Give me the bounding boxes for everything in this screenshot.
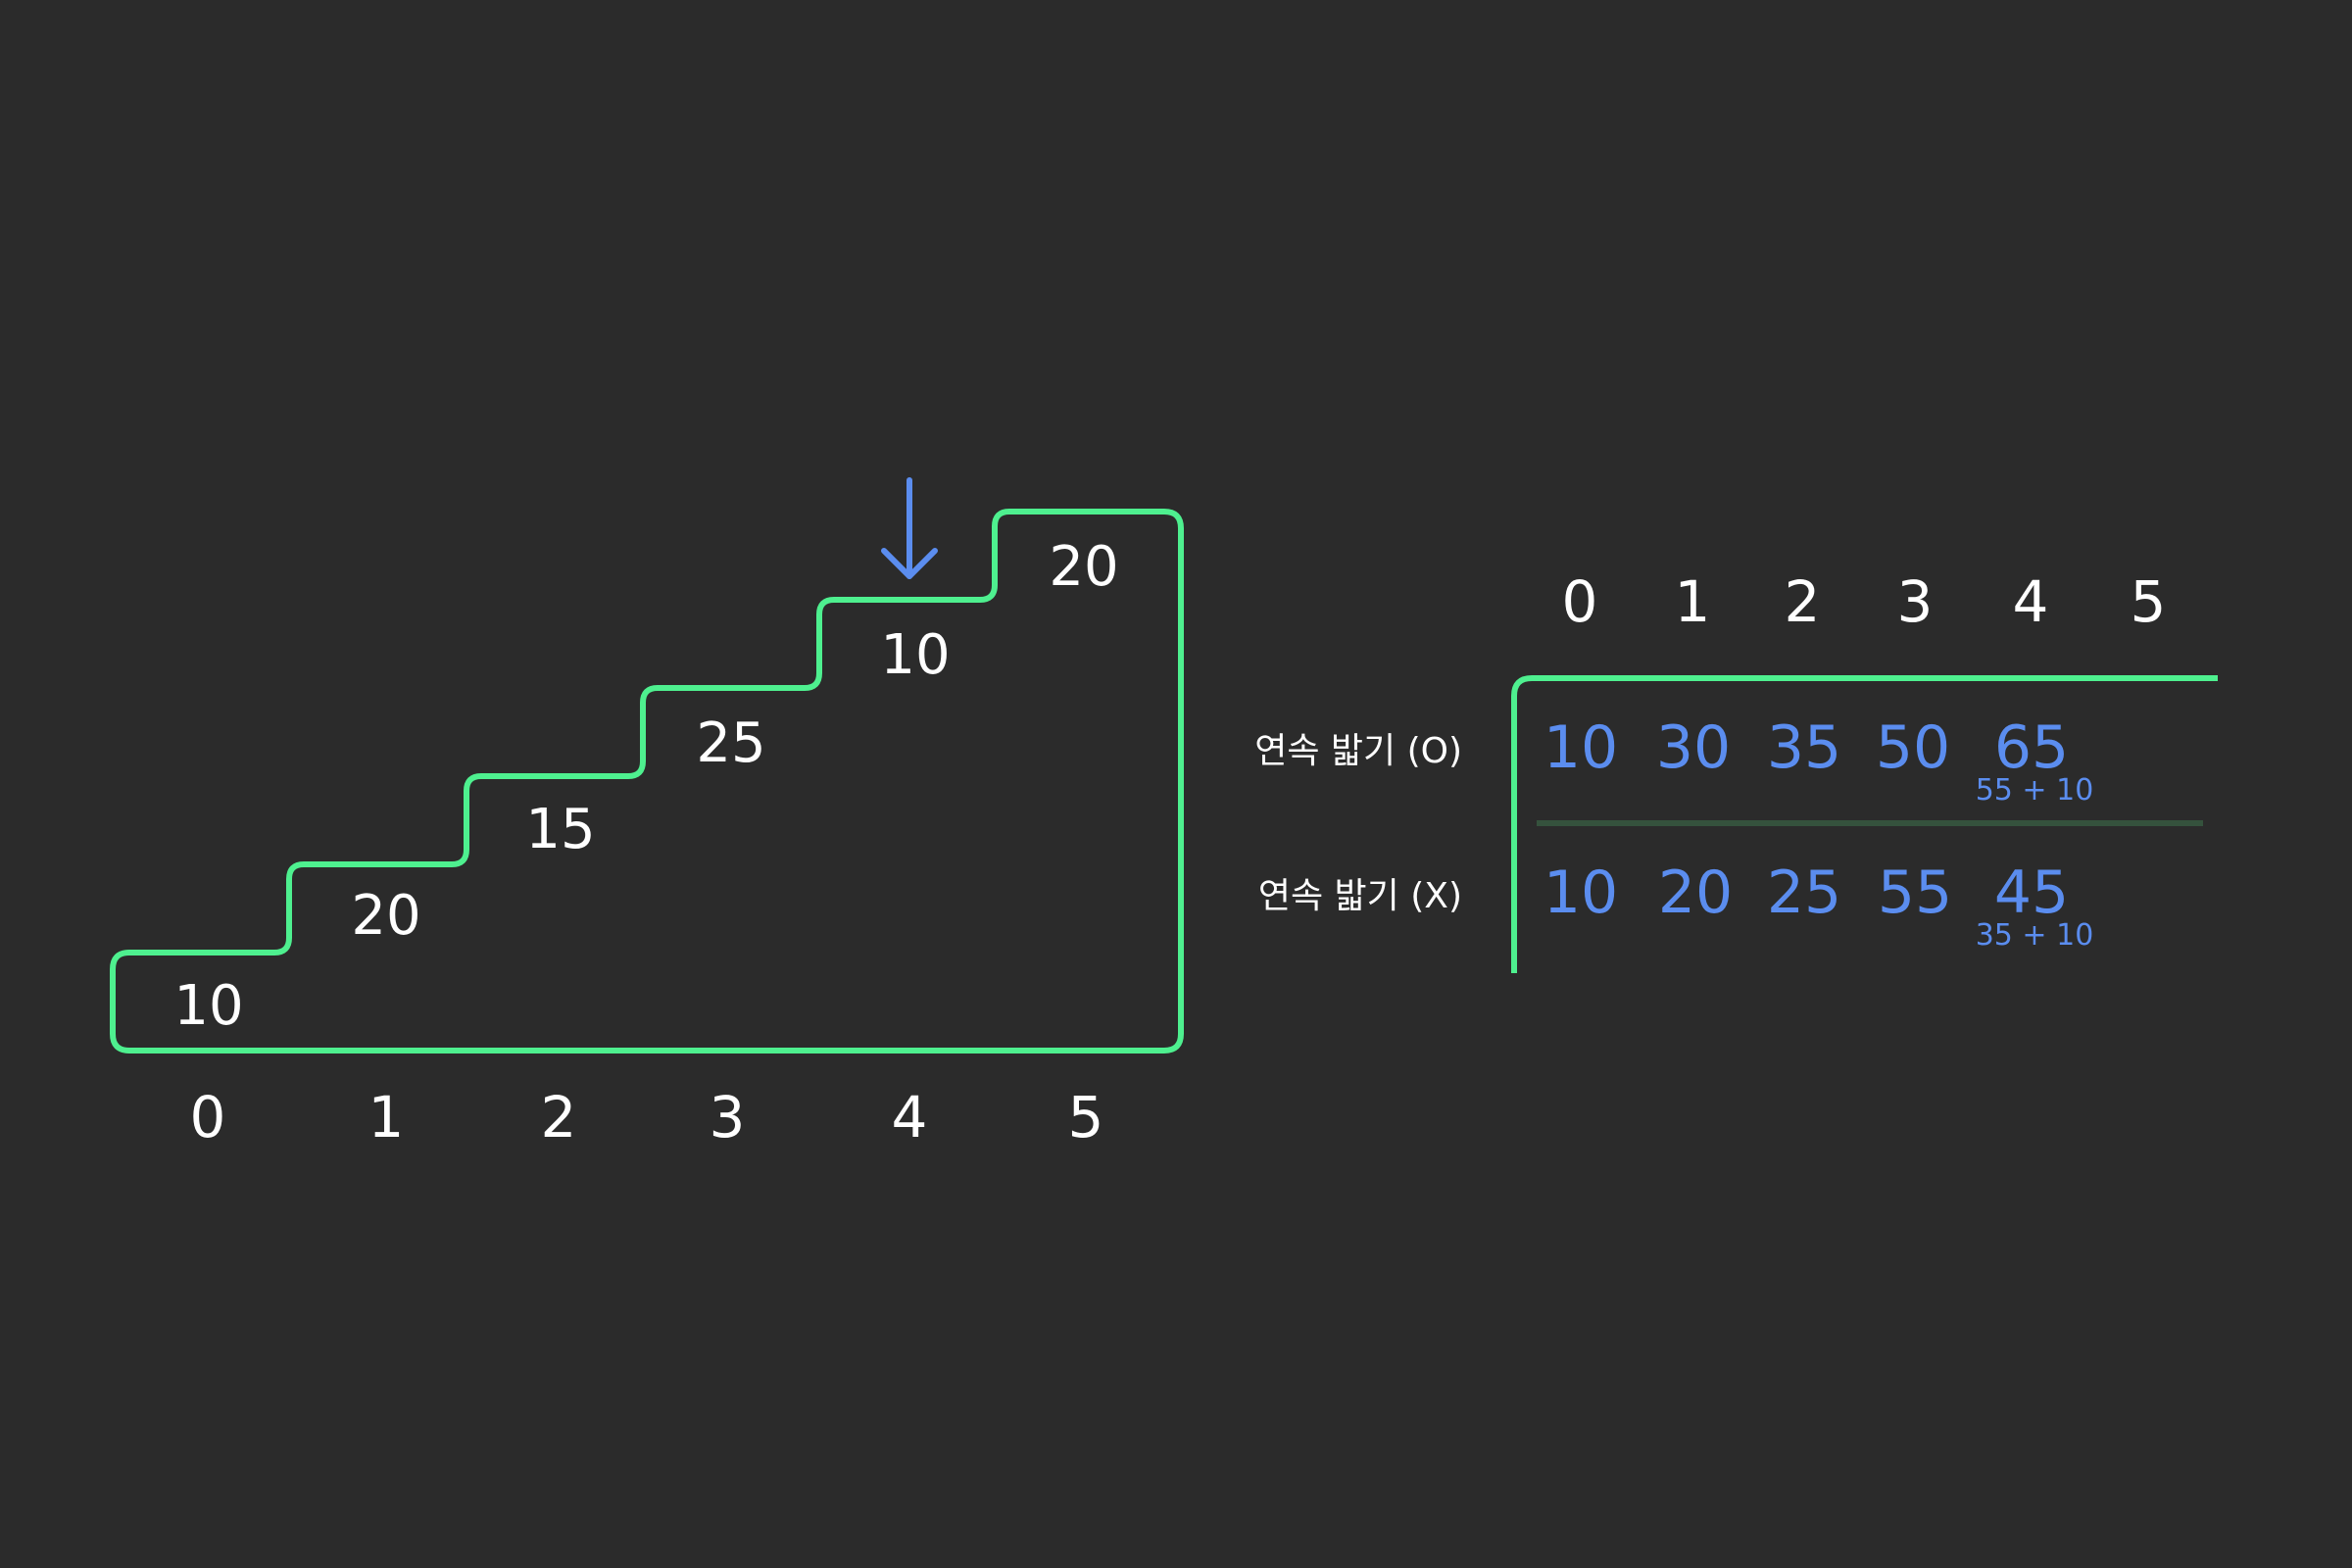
dp-cell: 10 (1544, 858, 1618, 927)
arrow-down-icon (881, 477, 938, 579)
dp-column-headers: 0 1 2 3 4 5 (1562, 568, 2167, 635)
dp-cell: 20 (1658, 858, 1733, 927)
dp-cell: 45 (1994, 858, 2069, 927)
step-value: 10 (173, 974, 243, 1038)
step-value: 15 (525, 798, 595, 861)
dp-column-header: 0 (1562, 568, 1598, 635)
step-value: 25 (696, 711, 765, 775)
dp-cell-note: 35 + 10 (1976, 918, 2094, 953)
step-index: 2 (541, 1084, 577, 1151)
row-label-non-consecutive: 연속 밟기 (X) (1258, 876, 1462, 916)
step-values: 10 20 15 25 10 20 (173, 535, 1118, 1038)
step-indices: 0 1 2 3 4 5 (190, 1084, 1104, 1151)
dp-cell: 25 (1767, 858, 1841, 927)
dp-cell: 65 (1994, 713, 2069, 782)
dp-cell: 30 (1656, 713, 1731, 782)
step-index: 4 (892, 1084, 928, 1151)
dp-column-header: 1 (1675, 568, 1711, 635)
dp-column-header: 3 (1897, 568, 1934, 635)
dp-column-header: 4 (2013, 568, 2049, 635)
dp-cell: 10 (1544, 713, 1618, 782)
step-index: 5 (1068, 1084, 1104, 1151)
dp-cell: 50 (1876, 713, 1950, 782)
dp-row-non-consecutive: 10 20 25 55 45 35 + 10 (1544, 858, 2093, 953)
dp-column-header: 5 (2131, 568, 2167, 635)
staircase-outline (110, 509, 1184, 1054)
dp-cell: 35 (1767, 713, 1841, 782)
row-label-consecutive: 연속 밟기 (O) (1254, 731, 1462, 771)
step-index: 3 (710, 1084, 746, 1151)
dp-table-frame (1511, 675, 2218, 973)
step-value: 20 (351, 884, 420, 948)
dp-cell-note: 55 + 10 (1976, 773, 2094, 808)
dp-column-header: 2 (1785, 568, 1821, 635)
step-value: 10 (880, 623, 950, 687)
step-index: 1 (368, 1084, 405, 1151)
step-index: 0 (190, 1084, 226, 1151)
dp-row-consecutive: 10 30 35 50 65 55 + 10 (1544, 713, 2093, 808)
dp-cell: 55 (1878, 858, 1952, 927)
step-value: 20 (1049, 535, 1118, 599)
